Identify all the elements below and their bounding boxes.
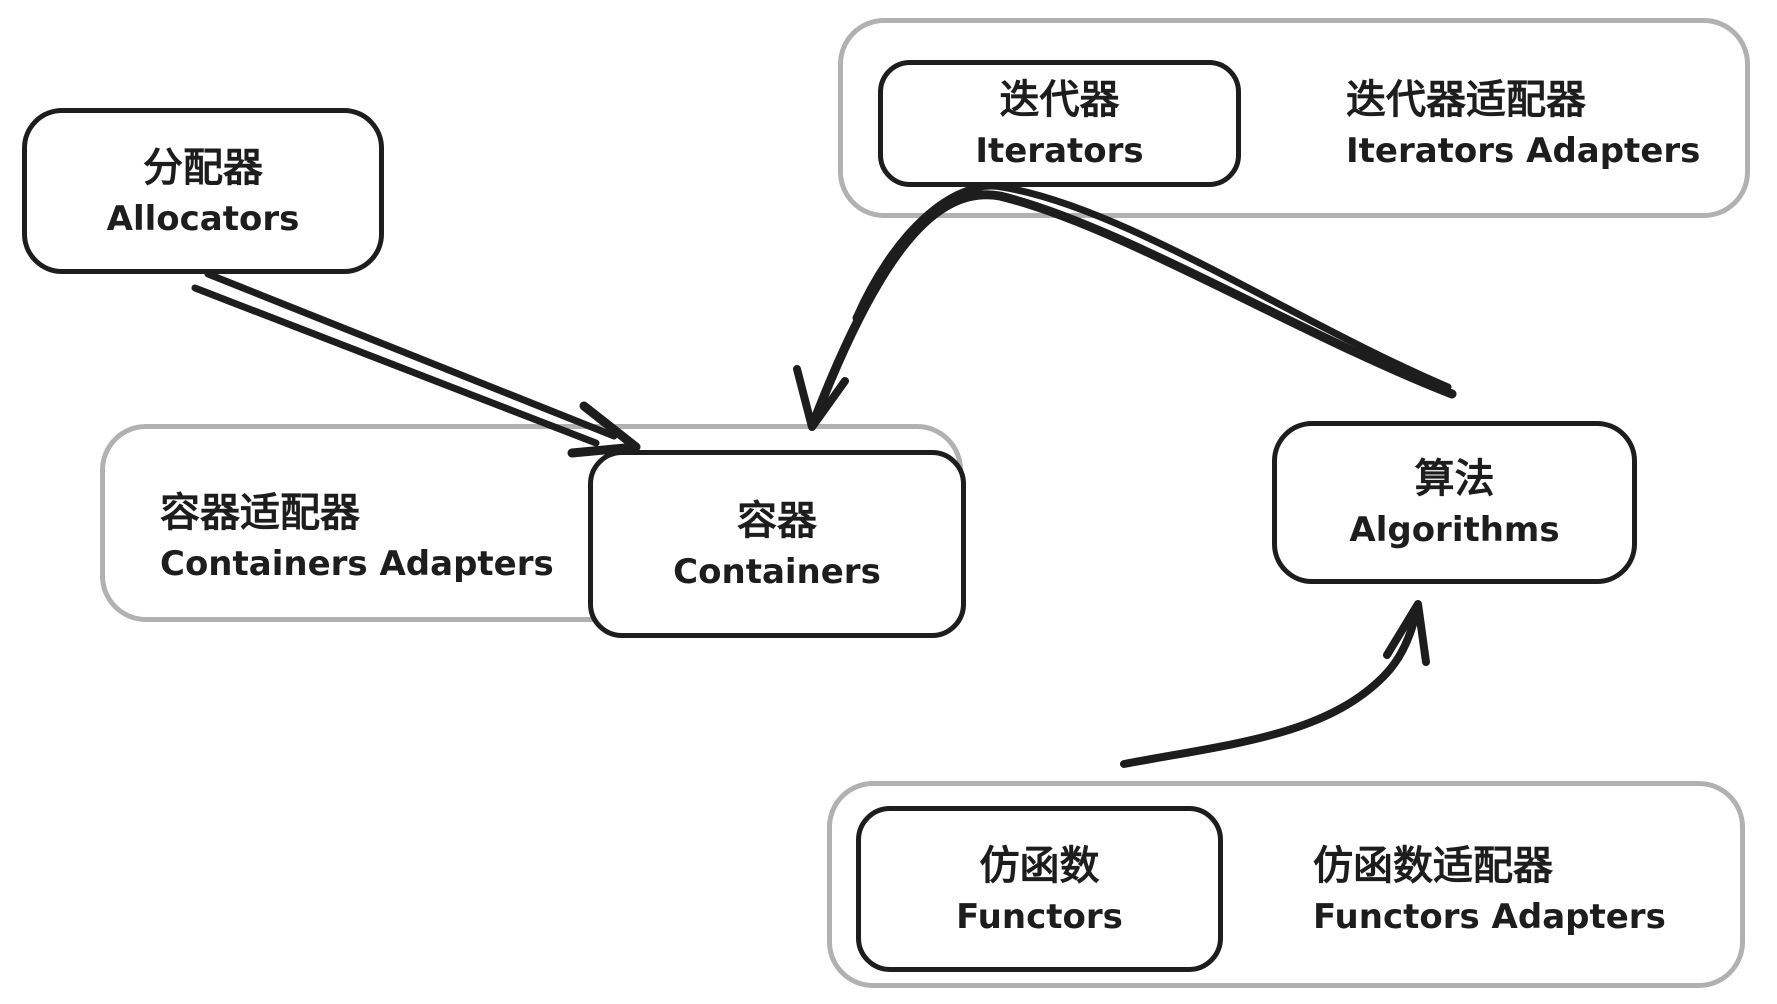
containers-adapters-label-en: Containers Adapters	[160, 543, 554, 584]
containers-label-zh: 容器	[737, 497, 817, 544]
arrow-functors-to-algorithms-stroke	[1120, 605, 1421, 768]
algorithms-box: 算法 Algorithms	[1272, 421, 1637, 584]
iterators-label-zh: 迭代器	[999, 77, 1120, 124]
containers-adapters-label-zh: 容器适配器	[160, 489, 360, 536]
iterators-adapters-label-zh: 迭代器适配器	[1346, 77, 1586, 124]
arrow-algorithms-via-iterators-to-containers-stroke1	[808, 190, 1457, 429]
containers-adapters-label: 容器适配器 Containers Adapters	[160, 450, 554, 622]
iterators-box: 迭代器 Iterators	[878, 60, 1241, 187]
functors-box: 仿函数 Functors	[856, 806, 1223, 972]
iterators-adapters-label: 迭代器适配器 Iterators Adapters	[1346, 60, 1700, 187]
algorithms-label-zh: 算法	[1414, 456, 1495, 503]
iterators-label-en: Iterators	[975, 131, 1144, 172]
functors-label-zh: 仿函数	[979, 842, 1100, 889]
allocators-label-zh: 分配器	[143, 144, 263, 191]
algorithms-label-en: Algorithms	[1349, 510, 1560, 551]
arrow-functors-to-algorithms-head	[1383, 600, 1430, 666]
allocators-label-en: Allocators	[106, 198, 300, 239]
arrow-allocators-to-containers-stroke2	[191, 284, 600, 447]
functors-adapters-label-en: Functors Adapters	[1313, 896, 1666, 937]
iterators-adapters-label-en: Iterators Adapters	[1346, 131, 1701, 172]
functors-adapters-label-zh: 仿函数适配器	[1313, 842, 1553, 889]
arrow-algorithms-via-iterators-to-containers-head	[793, 365, 849, 431]
allocators-box: 分配器 Allocators	[22, 108, 384, 274]
containers-box: 容器 Containers	[588, 450, 966, 638]
arrow-allocators-to-containers-stroke1	[204, 270, 618, 440]
functors-adapters-label: 仿函数适配器 Functors Adapters	[1313, 806, 1666, 972]
containers-label-en: Containers	[673, 551, 881, 592]
functors-label-en: Functors	[956, 896, 1123, 937]
